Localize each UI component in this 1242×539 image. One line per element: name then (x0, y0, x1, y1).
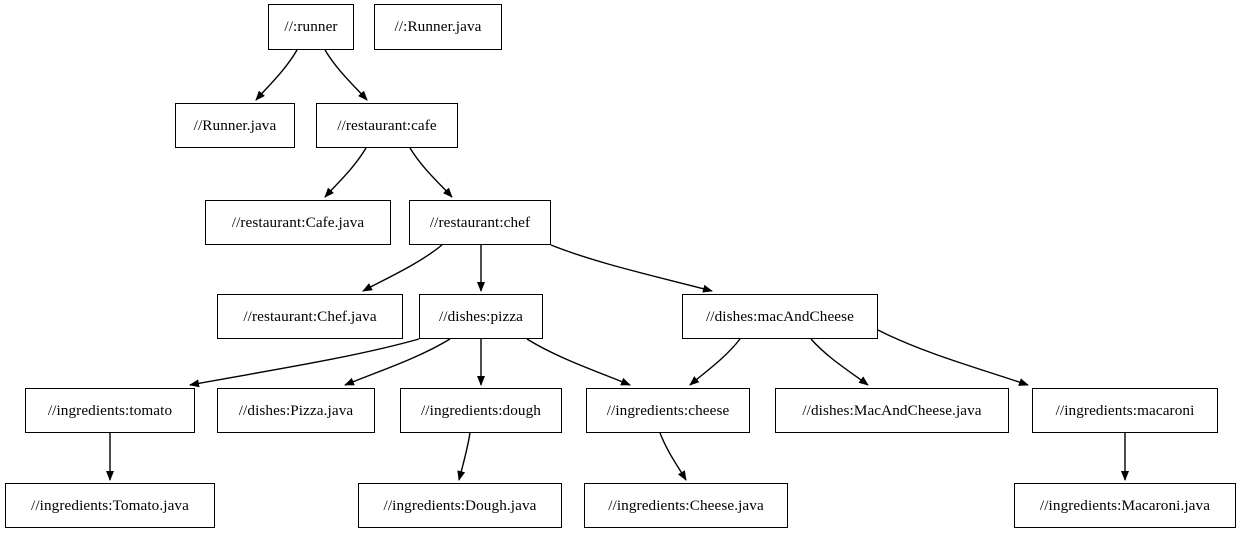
graph-node-ingredients_dough[interactable]: //ingredients:dough (400, 388, 562, 433)
graph-node-label: //dishes:Pizza.java (238, 401, 354, 419)
graph-node-label: //ingredients:Tomato.java (31, 496, 189, 514)
graph-node-label: //ingredients:cheese (606, 401, 730, 419)
graph-node-restaurant_chef_java[interactable]: //restaurant:Chef.java (217, 294, 403, 339)
graph-node-ingredients_macaroni[interactable]: //ingredients:macaroni (1032, 388, 1218, 433)
graph-node-label: //ingredients:macaroni (1055, 401, 1195, 419)
graph-node-label: //dishes:pizza (438, 307, 524, 325)
graph-node-label: //dishes:macAndCheese (705, 307, 855, 325)
graph-node-dishes_pizza_java[interactable]: //dishes:Pizza.java (217, 388, 375, 433)
graph-node-dough_java[interactable]: //ingredients:Dough.java (358, 483, 562, 528)
graph-node-runner[interactable]: //:runner (268, 4, 354, 50)
graph-node-ingredients_tomato[interactable]: //ingredients:tomato (25, 388, 195, 433)
graph-node-label: //:runner (284, 18, 338, 36)
graph-node-dishes_mac_java[interactable]: //dishes:MacAndCheese.java (775, 388, 1009, 433)
graph-node-label: //Runner.java (193, 116, 277, 134)
graph-node-dishes_pizza[interactable]: //dishes:pizza (419, 294, 543, 339)
graph-node-runner_java[interactable]: //Runner.java (175, 103, 295, 148)
graph-node-restaurant_chef[interactable]: //restaurant:chef (409, 200, 551, 245)
graph-node-label: //restaurant:chef (429, 213, 531, 231)
graph-node-label: //ingredients:tomato (47, 401, 173, 419)
graph-node-label: //restaurant:Cafe.java (231, 213, 365, 231)
graph-node-cheese_java[interactable]: //ingredients:Cheese.java (584, 483, 788, 528)
graph-node-label: //ingredients:Cheese.java (608, 496, 764, 514)
graph-node-restaurant_cafe_java[interactable]: //restaurant:Cafe.java (205, 200, 391, 245)
graph-node-tomato_java[interactable]: //ingredients:Tomato.java (5, 483, 215, 528)
graph-node-label: //ingredients:Macaroni.java (1039, 496, 1211, 514)
graph-node-label: //restaurant:Chef.java (243, 307, 377, 325)
graph-node-runner_java_root[interactable]: //:Runner.java (374, 4, 502, 50)
graph-node-label: //ingredients:Dough.java (383, 496, 537, 514)
graph-node-macaroni_java[interactable]: //ingredients:Macaroni.java (1014, 483, 1236, 528)
graph-node-label: //:Runner.java (394, 18, 482, 36)
graph-node-dishes_macandcheese[interactable]: //dishes:macAndCheese (682, 294, 878, 339)
graph-node-restaurant_cafe[interactable]: //restaurant:cafe (316, 103, 458, 148)
graph-node-ingredients_cheese[interactable]: //ingredients:cheese (586, 388, 750, 433)
graph-node-label: //restaurant:cafe (337, 116, 437, 134)
graph-node-label: //dishes:MacAndCheese.java (802, 401, 982, 419)
graph-node-label: //ingredients:dough (420, 401, 541, 419)
